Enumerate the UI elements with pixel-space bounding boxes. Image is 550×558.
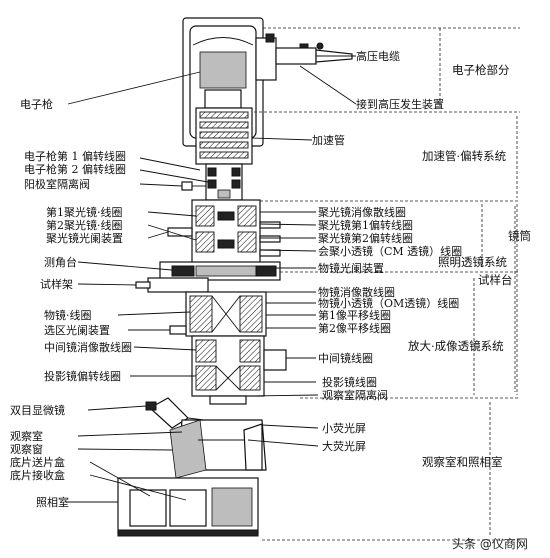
label-small-screen: 小荧光屏 (322, 421, 366, 435)
section-column: 镜筒 (508, 229, 531, 243)
label-cond1-deflect: 聚光镜第1偏转线圈 (318, 218, 413, 232)
section-viewing: 观察室和照相室 (422, 455, 503, 469)
label-obj-mini: 物镜小透镜（OM透镜）线圈 (318, 296, 459, 310)
label-projector: 投影镜线圈 (322, 375, 377, 389)
specimen-stage (135, 261, 281, 293)
label-gun-deflect1: 电子枪第 1 偏转线圈 (24, 149, 126, 163)
label-large-screen: 大荧光屏 (322, 439, 366, 453)
label-cond2: 第2聚光镜·线圈 (46, 218, 123, 232)
leader-lines (66, 55, 357, 503)
section-imaging: 放大·成像透镜系统 (408, 339, 504, 353)
right-labels: 高压电缆 接到高压发生装置 加速管 聚光镜消像散线圈 聚光镜第1偏转线圈 聚光镜… (312, 49, 462, 453)
objective-lens (169, 291, 267, 337)
label-obj-aperture: 物镜光阑装置 (318, 261, 384, 275)
left-labels: 电子枪 电子枪第 1 偏转线圈 电子枪第 2 偏转线圈 阳极室隔离阀 第1聚光镜… (10, 97, 132, 509)
label-sa-aperture: 选区光阑装置 (44, 323, 110, 337)
gun-deflection-coils (181, 163, 243, 201)
hv-cable-connector (255, 33, 353, 81)
watermark: 头条 @仪商网 (452, 536, 528, 551)
viewing-chamber (169, 419, 267, 479)
accelerator-tube (195, 107, 253, 165)
microscope-column (117, 17, 353, 537)
label-mini-cond: 会聚小透镜（CM 透镜）线圈 (318, 244, 462, 258)
section-gun: 电子枪部分 (452, 63, 510, 77)
condenser-lens-section (167, 199, 281, 269)
section-illumination: 照明透镜系统 (438, 255, 507, 269)
label-proj-deflect: 投影镜偏转线圈 (44, 369, 121, 383)
label-cond1: 第1聚光镜·线圈 (46, 205, 123, 219)
label-film-supply: 底片送片盒 (10, 455, 65, 469)
section-dividers (254, 27, 520, 541)
label-int-stig: 中间镜消像散线圈 (44, 340, 132, 354)
label-accelerator: 加速管 (312, 133, 345, 147)
label-intermediate: 中间镜线圈 (318, 351, 373, 365)
label-img-shift1: 第1像平移线圈 (318, 308, 391, 322)
label-img-shift2: 第2像平移线圈 (318, 321, 391, 335)
section-specimen: 试样台 (478, 273, 513, 287)
camera-chamber (117, 477, 259, 537)
label-view-window: 观察窗 (10, 442, 43, 456)
label-cond2-deflect: 聚光镜第2偏转线圈 (318, 231, 413, 245)
label-film-receive: 底片接收盒 (10, 468, 65, 482)
label-cond-stig: 聚光镜消像散线圈 (318, 205, 406, 219)
intermediate-projector-lenses (191, 335, 287, 405)
section-labels: 电子枪部分 加速管·偏转系统 镜筒 照明透镜系统 试样台 放大·成像透镜系统 观… (408, 63, 531, 469)
label-view-chamber: 观察室 (10, 429, 43, 443)
section-accel: 加速管·偏转系统 (422, 149, 507, 163)
label-goniometer: 测角台 (44, 255, 77, 269)
label-hv-cable: 高压电缆 (356, 49, 400, 63)
label-obj-stig: 物镜消像散线圈 (318, 285, 395, 299)
label-anode-valve: 阳极室隔离阀 (24, 177, 90, 191)
label-holder: 试样架 (40, 277, 73, 291)
label-cond-aperture: 聚光镜光阑装置 (46, 231, 123, 245)
label-camera: 照相室 (36, 495, 69, 509)
label-hv-generator: 接到高压发生装置 (356, 97, 444, 111)
label-view-valve: 观察室隔离阀 (322, 388, 388, 402)
label-objective: 物镜·线圈 (44, 308, 92, 322)
label-binocular: 双目显微镜 (10, 403, 65, 417)
binocular-microscope (145, 397, 205, 429)
label-gun-deflect2: 电子枪第 2 偏转线圈 (24, 162, 126, 176)
label-gun: 电子枪 (20, 97, 53, 111)
